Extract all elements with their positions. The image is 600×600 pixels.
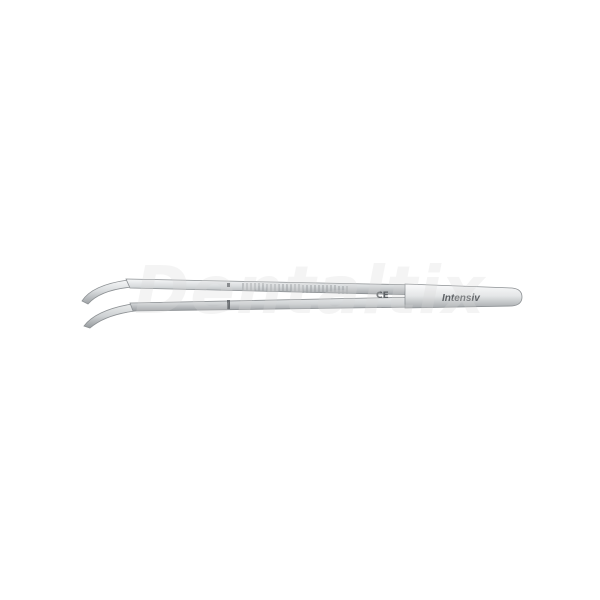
arm-mark-upper xyxy=(227,283,230,287)
brand-engraving: Intensiv xyxy=(442,293,481,304)
lower-jaw-tip xyxy=(83,303,136,329)
arm-mark-lower xyxy=(227,300,230,309)
upper-jaw-tip xyxy=(81,279,133,305)
handle xyxy=(404,283,523,309)
serrated-grip xyxy=(242,283,348,294)
ce-mark: CE xyxy=(376,291,389,301)
